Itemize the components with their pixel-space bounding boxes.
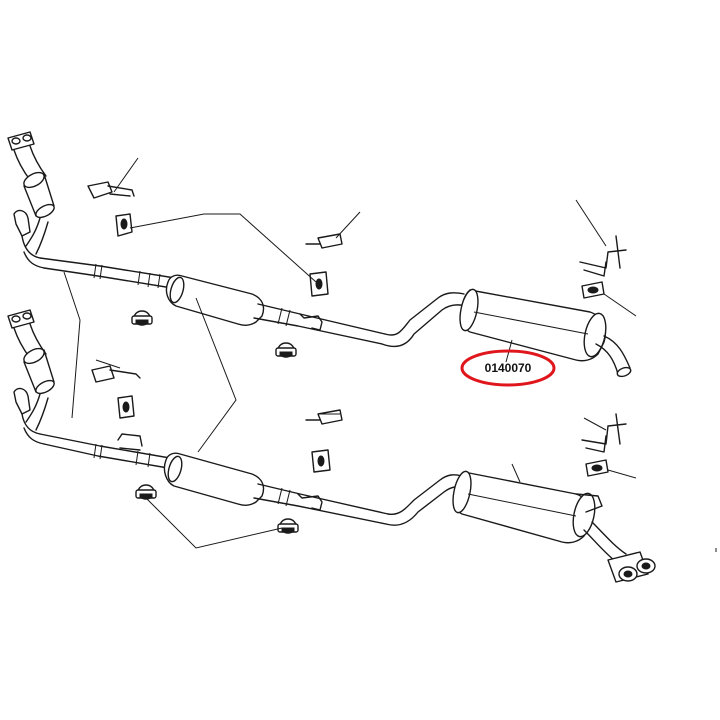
bracket-upper-center (305, 233, 343, 249)
highlight-ellipse (460, 349, 556, 387)
part-number-label: 0140070 (485, 361, 532, 375)
bracket-lower-center (305, 409, 343, 425)
lower-rear-muffler (452, 470, 596, 544)
hardware-components (87, 181, 627, 534)
rubber-mount-5 (311, 449, 331, 473)
hanger-lower-front (117, 433, 143, 451)
rubber-mount-4 (117, 395, 135, 419)
clamp-1 (131, 310, 153, 326)
upper-tailpipe (595, 335, 632, 378)
rubber-mount-2 (309, 271, 329, 297)
clamp-4 (277, 518, 299, 534)
upper-rear-muffler (459, 288, 607, 362)
bracket-upper-rear (579, 235, 627, 277)
rubber-mount-1 (115, 213, 133, 237)
clamp-2 (275, 342, 297, 358)
upper-exhaust-assembly (7, 131, 632, 378)
bracket-upper-front (87, 181, 135, 199)
part-number-callout[interactable]: 0140070 (460, 349, 556, 387)
upper-middle-silencer (165, 274, 265, 327)
bracket-lower-rear (581, 413, 627, 453)
leader-lines (63, 157, 717, 552)
lower-catalytic-converter (23, 347, 55, 395)
lower-exhaust-assembly (7, 309, 656, 583)
rubber-mount-3 (581, 281, 605, 299)
lower-dual-tailpipes (583, 521, 656, 583)
clamp-3 (135, 484, 157, 500)
upper-catalytic-converter (23, 171, 55, 219)
bracket-lower-front (91, 365, 141, 383)
upper-manifold-flange (7, 131, 35, 151)
lower-manifold-flange (7, 309, 35, 329)
lower-middle-silencer (163, 452, 265, 507)
rubber-mount-6 (585, 459, 609, 477)
